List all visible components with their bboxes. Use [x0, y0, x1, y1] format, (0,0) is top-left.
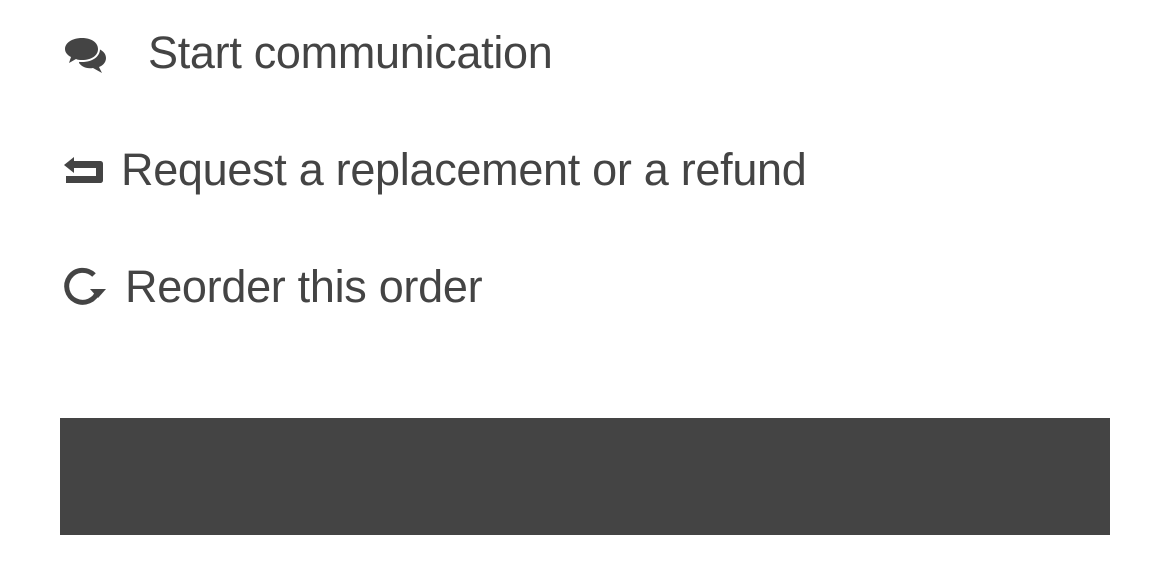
- comments-icon: [62, 33, 148, 73]
- reorder-label: Reorder this order: [125, 261, 483, 312]
- reorder-link[interactable]: Reorder this order: [62, 257, 483, 317]
- request-replacement-refund-link[interactable]: Request a replacement or a refund: [62, 140, 807, 200]
- footer-bar: [60, 418, 1110, 535]
- start-communication-label: Start communication: [148, 27, 553, 78]
- start-communication-link[interactable]: Start communication: [62, 23, 553, 83]
- refresh-icon: [62, 265, 125, 309]
- return-arrow-icon: [62, 155, 121, 185]
- request-replacement-refund-label: Request a replacement or a refund: [121, 144, 807, 195]
